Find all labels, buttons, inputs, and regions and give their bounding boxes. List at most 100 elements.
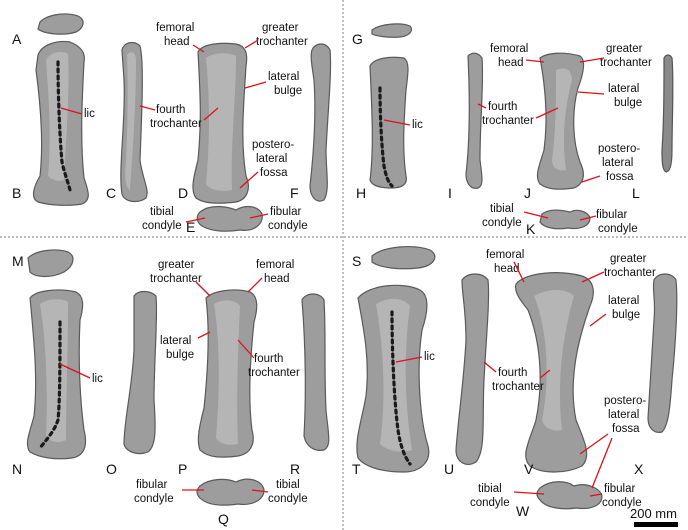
lic-dotted-line-h [378, 86, 394, 188]
panel-label-n: N [12, 461, 22, 477]
panel-label-g: G [352, 31, 363, 47]
annotation-tibial-condyle-1-w: tibial [478, 483, 502, 495]
annotation-lateral-bulge-1: lateral [268, 71, 299, 83]
annotation-fourth-trochanter-1-v: fourth [498, 367, 527, 379]
annotation-femoral-head-1-p: femoral [256, 259, 294, 271]
annotation-fourth-trochanter-1-p: fourth [254, 353, 283, 365]
panel-label-a: A [12, 31, 22, 47]
annotation-femoral-head-1: femoral [156, 22, 194, 34]
annotation-lateral-bulge-1-v: lateral [608, 295, 639, 307]
annotation-fibular-condyle-1-w: fibular [604, 483, 635, 495]
scale-bar [634, 522, 678, 527]
annotation-tibial-condyle-2-k: condyle [482, 217, 522, 229]
bone-o-femur [123, 290, 158, 455]
annotation-posterolateral-1-v: postero- [604, 395, 646, 407]
annotation-lic-b: lic [84, 108, 95, 120]
annotation-greater-trochanter-1-j: greater [606, 43, 643, 55]
panel-label-v: V [524, 461, 534, 477]
lic-dotted-line-b [56, 60, 72, 192]
annotation-femoral-head-2-v: head [494, 263, 520, 275]
annotation-fibular-condyle-2: condyle [268, 220, 308, 232]
scale-bar-label: 200 mm [630, 506, 677, 521]
panel-label-t: T [352, 461, 361, 477]
quadrant-m-r: M N O P Q R greater trochanter femoral h… [12, 249, 330, 527]
bone-w-distal [536, 481, 603, 510]
annotation-fibular-condyle-1: fibular [270, 206, 301, 218]
bone-x-femur [647, 273, 678, 433]
panel-label-q: Q [218, 511, 229, 527]
bone-e-distal [196, 205, 263, 232]
panel-label-c: C [106, 185, 116, 201]
annotation-fibular-condyle-2-q: condyle [134, 493, 174, 505]
panel-label-m: M [12, 253, 24, 269]
bone-f-femur [309, 43, 332, 202]
panel-label-w: W [516, 503, 530, 519]
annotation-lateral-bulge-1-j: lateral [608, 83, 639, 95]
annotation-greater-trochanter-1-p: greater [158, 259, 195, 271]
panel-label-f: F [290, 185, 299, 201]
annotation-posterolateral-2: lateral [256, 153, 287, 165]
annotation-greater-trochanter-1: greater [262, 22, 299, 34]
bone-r-femur [301, 293, 330, 451]
annotation-lic-t: lic [424, 351, 435, 363]
bone-a-proximal [37, 13, 84, 35]
annotation-fourth-trochanter-2-p: trochanter [248, 367, 300, 379]
quadrant-g-l: G H I J K L femoral head greater trochan… [352, 23, 674, 237]
panel-label-e: E [186, 219, 195, 235]
annotation-fourth-trochanter-1: fourth [156, 104, 185, 116]
annotation-fourth-trochanter-1-j: fourth [488, 101, 517, 113]
annotation-posterolateral-2-v: lateral [608, 409, 639, 421]
annotation-tibial-condyle-2-q: condyle [268, 493, 308, 505]
annotation-greater-trochanter-2-j: trochanter [600, 57, 652, 69]
annotation-posterolateral-1-j: postero- [598, 143, 640, 155]
lic-dotted-line-n [38, 320, 62, 450]
annotation-fibular-condyle-1-k: fibular [596, 209, 627, 221]
annotation-lateral-bulge-1-p: lateral [160, 335, 191, 347]
annotation-femoral-head-2: head [164, 36, 190, 48]
annotation-posterolateral-3: fossa [260, 167, 288, 179]
annotation-lateral-bulge-2-j: bulge [614, 97, 642, 109]
annotation-lateral-bulge-2-v: bulge [612, 309, 640, 321]
annotation-fourth-trochanter-2: trochanter [150, 118, 202, 130]
annotation-tibial-condyle-1-k: tibial [490, 203, 514, 215]
panel-label-p: P [178, 461, 187, 477]
annotation-lic-h: lic [412, 119, 423, 131]
panel-label-j: J [524, 185, 531, 201]
bone-i-femur [465, 52, 484, 189]
panel-label-l: L [632, 185, 640, 201]
bone-s-proximal [371, 246, 436, 270]
annotation-greater-trochanter-2-p: trochanter [150, 273, 202, 285]
panel-label-r: R [290, 461, 300, 477]
panel-label-b: B [12, 185, 21, 201]
annotation-fourth-trochanter-2-v: trochanter [492, 381, 544, 393]
panel-label-s: S [352, 253, 361, 269]
annotation-greater-trochanter-2-v: trochanter [604, 267, 656, 279]
annotation-greater-trochanter-2: trochanter [256, 36, 308, 48]
annotation-posterolateral-1: postero- [252, 139, 294, 151]
bone-l-femur [661, 54, 674, 173]
panel-label-o: O [106, 461, 117, 477]
annotation-lic-n: lic [92, 373, 103, 385]
panel-label-k: K [526, 221, 536, 237]
bone-m-proximal [27, 249, 74, 278]
annotation-posterolateral-2-j: lateral [602, 157, 633, 169]
annotation-tibial-condyle-2: condyle [142, 220, 182, 232]
annotation-femoral-head-1-j: femoral [490, 43, 528, 55]
lic-dotted-line-t [390, 310, 412, 466]
bone-g-proximal [371, 23, 413, 38]
annotation-tibial-condyle-1: tibial [150, 206, 174, 218]
panel-label-i: I [448, 185, 452, 201]
annotation-fibular-condyle-2-w: condyle [602, 497, 642, 509]
quadrant-s-x: 200 mm S T U V W X femoral head greater … [352, 246, 678, 527]
bone-q-distal [196, 478, 265, 506]
bone-u-femur [455, 273, 490, 465]
annotation-posterolateral-3-j: fossa [606, 171, 634, 183]
annotation-tibial-condyle-1-q: tibial [276, 479, 300, 491]
annotation-greater-trochanter-1-v: greater [610, 253, 647, 265]
annotation-femoral-head-1-v: femoral [486, 249, 524, 261]
annotation-lateral-bulge-2: bulge [274, 85, 302, 97]
panel-label-d: D [178, 185, 188, 201]
annotation-femoral-head-2-j: head [498, 57, 524, 69]
annotation-fibular-condyle-2-k: condyle [598, 223, 638, 235]
annotation-femoral-head-2-p: head [264, 273, 290, 285]
